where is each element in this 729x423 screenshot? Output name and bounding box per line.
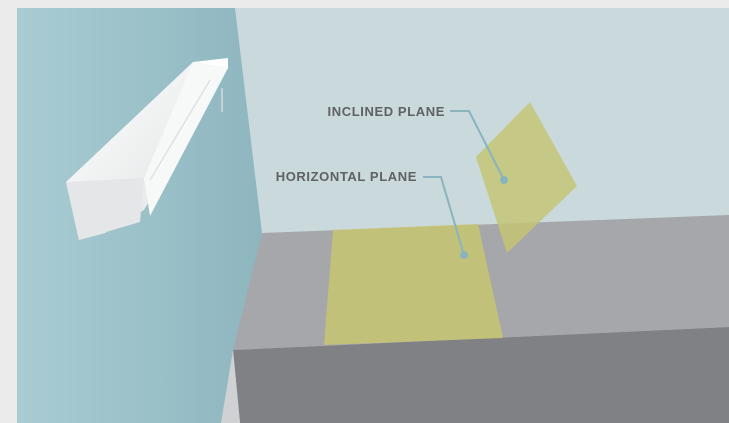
horizontal-plane-leader-line <box>423 176 465 256</box>
horizontal-plane <box>324 224 503 345</box>
floor-corner-edge <box>221 350 240 423</box>
floor-front-face <box>233 327 729 423</box>
inclined-plane-leader-line <box>450 110 505 181</box>
horizontal-plane-label: HORIZONTAL PLANE <box>276 169 417 184</box>
linear-light-fixture-icon <box>66 58 228 240</box>
inclined-plane <box>476 102 577 253</box>
horizontal-plane-marker <box>460 251 468 259</box>
inclined-plane-label: INCLINED PLANE <box>328 104 445 119</box>
inclined-plane-callout: INCLINED PLANE <box>328 104 508 184</box>
horizontal-plane-callout: HORIZONTAL PLANE <box>276 169 468 259</box>
inclined-plane-marker <box>500 176 508 184</box>
